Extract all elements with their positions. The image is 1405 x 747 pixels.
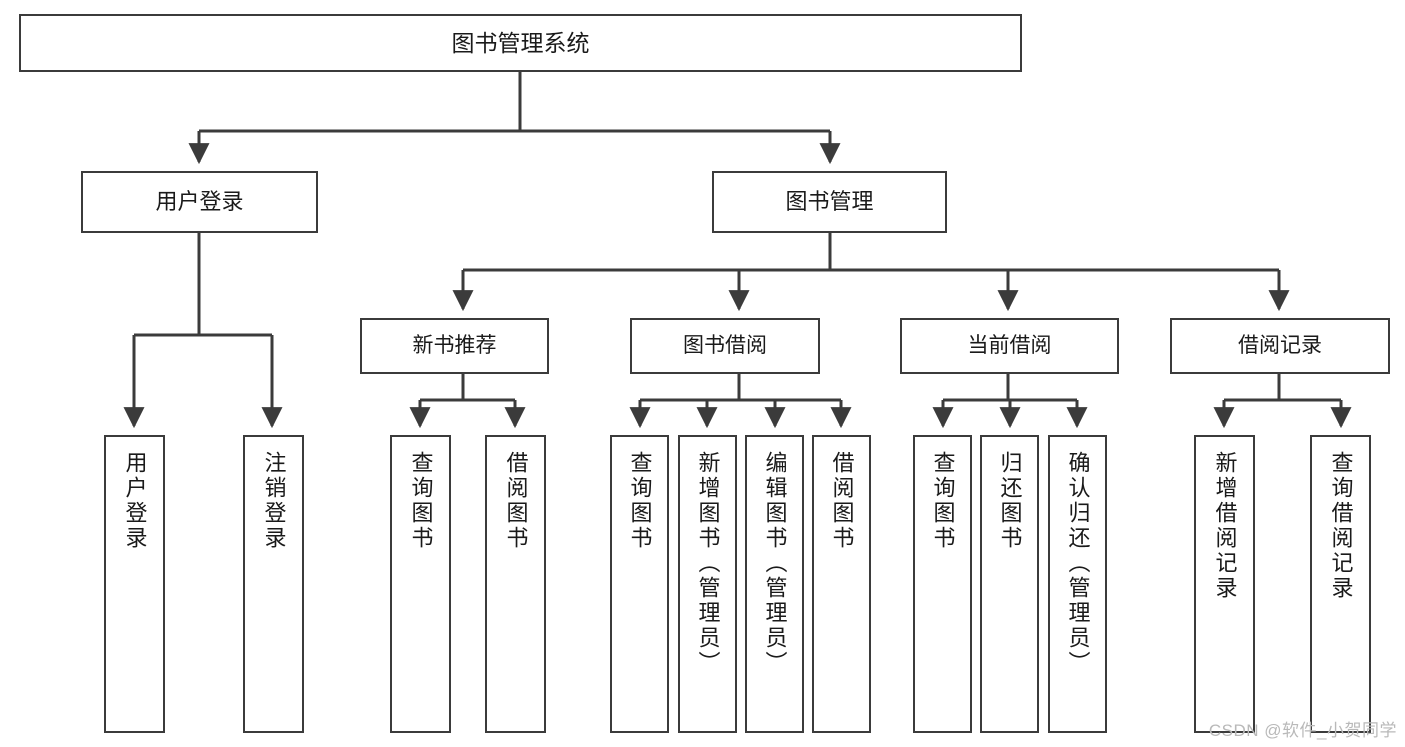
node-user-login-label: 用户登录 (155, 189, 244, 215)
node-leaf-add-record-label: 新增借阅记录 (1212, 451, 1238, 601)
node-leaf-borrow-book-2[interactable]: 借阅图书 (812, 435, 871, 733)
node-leaf-edit-book[interactable]: 编辑图书（管理员） (745, 435, 804, 733)
node-book-borrow[interactable]: 图书借阅 (630, 318, 820, 374)
node-new-book-recommend[interactable]: 新书推荐 (360, 318, 549, 374)
node-leaf-query-book-2[interactable]: 查询图书 (610, 435, 669, 733)
node-root[interactable]: 图书管理系统 (19, 14, 1022, 72)
node-new-book-recommend-label: 新书推荐 (412, 333, 497, 357)
node-leaf-query-book-1[interactable]: 查询图书 (390, 435, 451, 733)
node-leaf-confirm-return-label: 确认归还（管理员） (1065, 451, 1091, 676)
node-current-borrow-label: 当前借阅 (967, 333, 1052, 357)
node-leaf-query-record[interactable]: 查询借阅记录 (1310, 435, 1371, 733)
node-leaf-confirm-return[interactable]: 确认归还（管理员） (1048, 435, 1107, 733)
node-book-manage-label: 图书管理 (785, 189, 874, 215)
node-leaf-user-login-label: 用户登录 (122, 451, 148, 551)
node-leaf-user-logout[interactable]: 注销登录 (243, 435, 304, 733)
node-borrow-record-label: 借阅记录 (1238, 333, 1322, 357)
node-leaf-borrow-book-1-label: 借阅图书 (503, 451, 529, 551)
node-user-login[interactable]: 用户登录 (81, 171, 318, 233)
node-current-borrow[interactable]: 当前借阅 (900, 318, 1119, 374)
node-leaf-query-book-2-label: 查询图书 (627, 451, 653, 551)
node-leaf-add-record[interactable]: 新增借阅记录 (1194, 435, 1255, 733)
node-leaf-add-book-label: 新增图书（管理员） (695, 451, 721, 676)
node-leaf-borrow-book-2-label: 借阅图书 (829, 451, 855, 551)
node-leaf-return-book[interactable]: 归还图书 (980, 435, 1039, 733)
node-leaf-user-logout-label: 注销登录 (261, 451, 287, 551)
node-borrow-record[interactable]: 借阅记录 (1170, 318, 1390, 374)
node-book-manage[interactable]: 图书管理 (712, 171, 947, 233)
node-leaf-borrow-book-1[interactable]: 借阅图书 (485, 435, 546, 733)
node-root-label: 图书管理系统 (451, 29, 590, 56)
node-leaf-query-book-3[interactable]: 查询图书 (913, 435, 972, 733)
node-leaf-query-book-3-label: 查询图书 (930, 451, 956, 551)
node-leaf-return-book-label: 归还图书 (997, 451, 1023, 551)
node-book-borrow-label: 图书借阅 (683, 333, 767, 357)
node-leaf-user-login[interactable]: 用户登录 (104, 435, 165, 733)
watermark: CSDN @软件_小贺同学 (1208, 721, 1397, 740)
node-leaf-query-record-label: 查询借阅记录 (1328, 451, 1354, 601)
node-leaf-query-book-1-label: 查询图书 (408, 451, 434, 551)
node-leaf-add-book[interactable]: 新增图书（管理员） (678, 435, 737, 733)
node-leaf-edit-book-label: 编辑图书（管理员） (762, 451, 788, 676)
